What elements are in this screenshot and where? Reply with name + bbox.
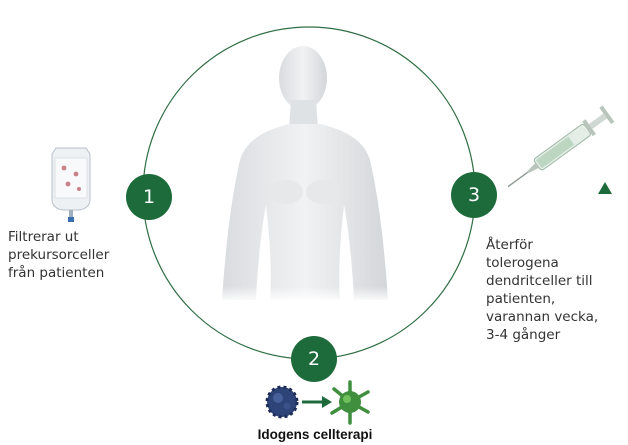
step-3-label: Återför tolerogena dendritceller till pa… — [486, 236, 626, 344]
cell-transformation-icon — [260, 380, 370, 426]
step-2-number: 2 — [308, 348, 320, 370]
step-1-badge: 1 — [126, 174, 172, 220]
step-1-number: 1 — [143, 186, 155, 208]
step-3-badge: 3 — [451, 172, 497, 218]
step-1-label: Filtrerar ut prekursorceller från patien… — [8, 228, 148, 282]
precursor-cell-icon — [267, 387, 297, 417]
step-2-badge: 2 — [291, 336, 337, 382]
arrow-right-icon — [302, 396, 332, 408]
marker-triangle-icon — [597, 181, 613, 195]
step-3-number: 3 — [468, 184, 480, 206]
dendritic-cell-icon — [332, 382, 368, 423]
iv-bag-icon — [42, 144, 102, 224]
step-2-label: Idogens cellterapi — [230, 426, 400, 444]
